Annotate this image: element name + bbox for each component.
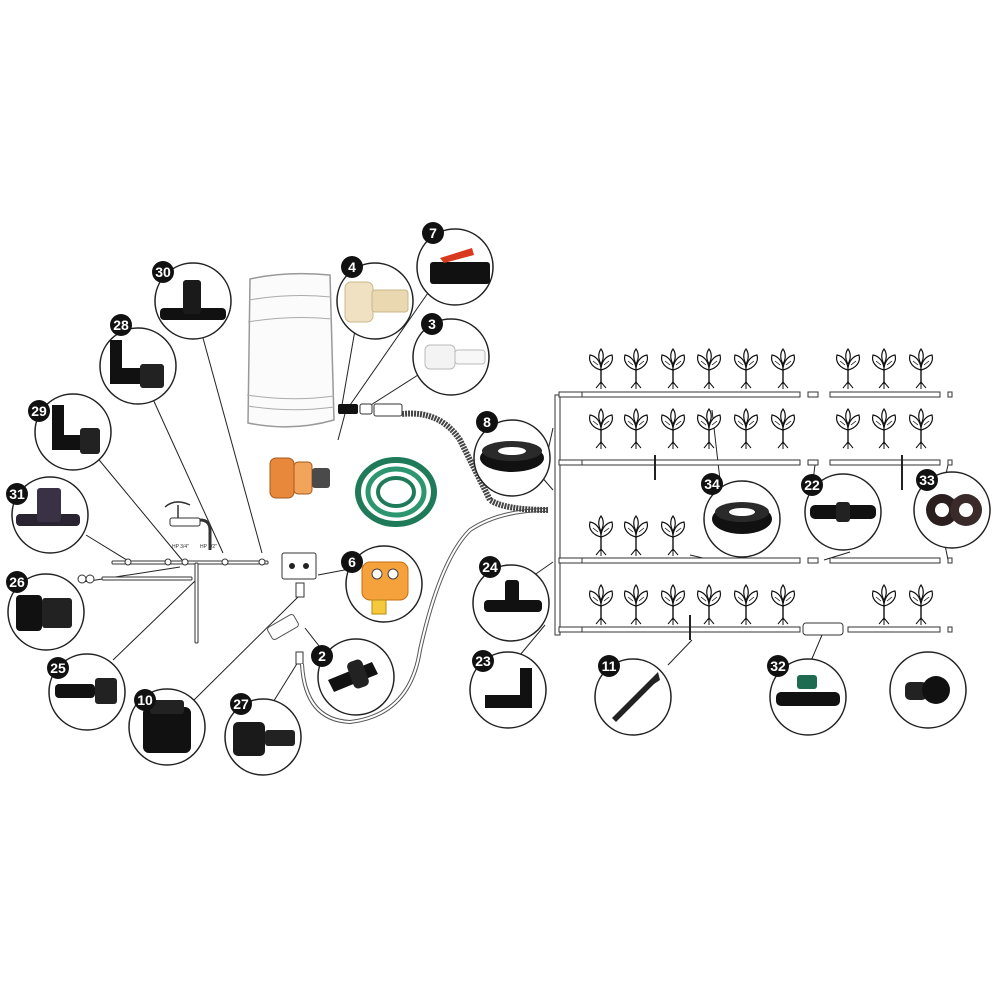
- field-layout: [554, 391, 953, 640]
- callout-3-num: 3: [428, 316, 436, 332]
- callout-11: 11: [594, 655, 672, 736]
- callout-2: 2: [311, 638, 395, 716]
- distribution-box: [281, 552, 317, 665]
- green-hose-product: [355, 457, 437, 527]
- callout-8: 8: [473, 411, 551, 497]
- callout-34: 34: [701, 473, 781, 558]
- callout-32-num: 32: [770, 658, 786, 674]
- callout-28-num: 28: [113, 317, 129, 333]
- callout-30: 30: [152, 261, 232, 340]
- callout-24: 24: [472, 556, 550, 642]
- callout-22: 22: [801, 473, 882, 551]
- callout-23: 23: [469, 650, 547, 729]
- callout-25-num: 25: [50, 660, 66, 676]
- callout-8-num: 8: [483, 414, 491, 430]
- tank-outlet-train: [338, 403, 403, 417]
- coupling-nut-product: [261, 442, 333, 514]
- plant-row-2: [588, 408, 934, 450]
- callout-4: 4: [336, 256, 414, 340]
- leader-lines-left: [82, 289, 431, 721]
- end-cap-product: [889, 651, 967, 729]
- callout-10: 10: [128, 688, 206, 766]
- callout-11-num: 11: [602, 658, 617, 674]
- plant-row-4: [588, 584, 934, 626]
- tap-label-3-4: HP 3/4": [172, 544, 189, 550]
- filter-inline-product: [267, 614, 299, 640]
- plant-row-3: [588, 515, 686, 557]
- callout-34-num: 34: [704, 476, 720, 492]
- callout-7: 7: [416, 222, 494, 306]
- callout-31-num: 31: [9, 486, 25, 502]
- callout-6-num: 6: [348, 554, 356, 570]
- tap-label-1-2: HP 1/2": [200, 544, 217, 550]
- callout-23-num: 23: [475, 653, 491, 669]
- callout-30-num: 30: [155, 264, 171, 280]
- callout-26-num: 26: [9, 574, 25, 590]
- callout-31: 31: [6, 476, 89, 554]
- water-tank: [246, 272, 335, 428]
- callout-22-num: 22: [804, 477, 820, 493]
- callout-3: 3: [412, 313, 490, 396]
- callout-24-num: 24: [482, 559, 498, 575]
- callout-10-num: 10: [137, 692, 153, 708]
- callout-29: 29: [28, 393, 112, 471]
- callout-25: 25: [47, 653, 126, 731]
- callout-27-num: 27: [233, 696, 249, 712]
- callout-7-num: 7: [429, 225, 437, 241]
- callout-28: 28: [99, 314, 177, 405]
- callout-32: 32: [767, 655, 847, 736]
- callout-26: 26: [6, 571, 85, 651]
- callout-33-num: 33: [919, 472, 935, 488]
- callout-27: 27: [224, 693, 302, 776]
- plant-row-1: [588, 348, 934, 390]
- callout-4-num: 4: [348, 259, 356, 275]
- callout-29-num: 29: [31, 403, 47, 419]
- tap-manifold: [77, 501, 269, 644]
- callout-2-num: 2: [318, 648, 326, 664]
- callout-33: 33: [913, 469, 991, 549]
- callout-6: 6: [341, 545, 423, 623]
